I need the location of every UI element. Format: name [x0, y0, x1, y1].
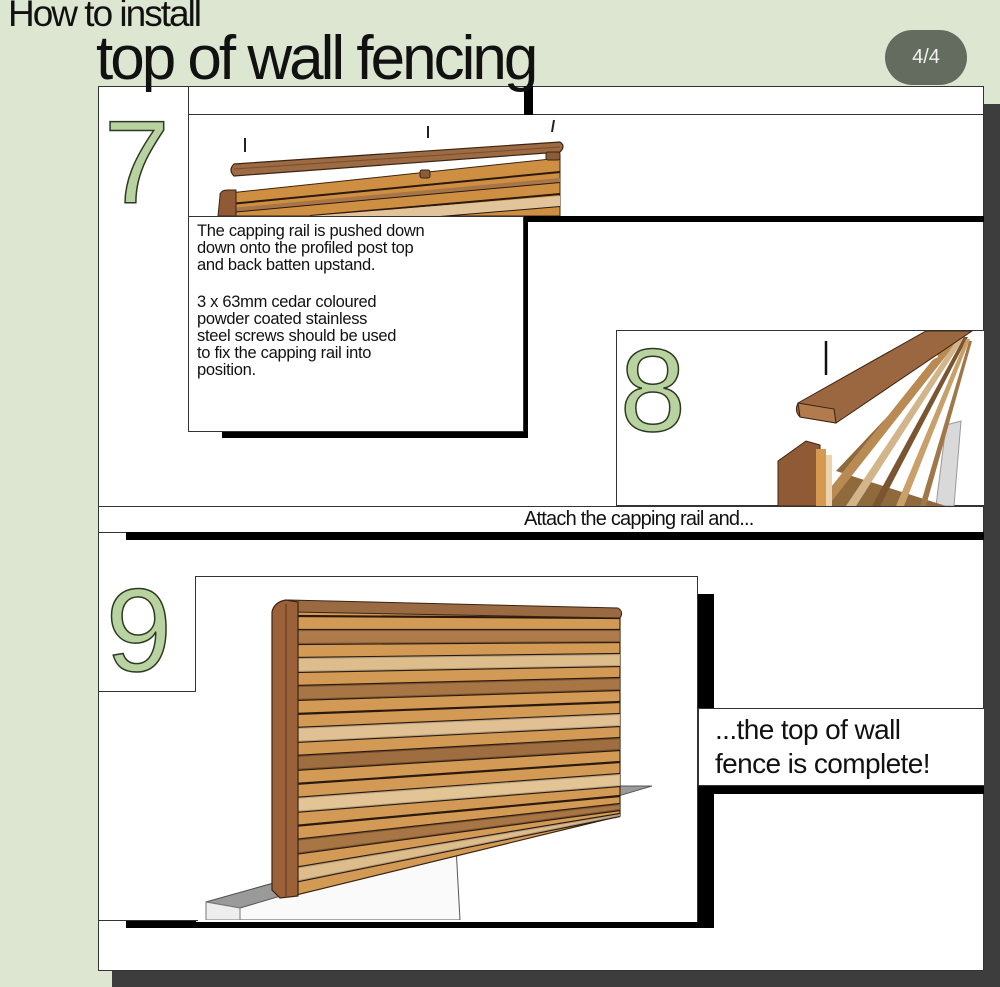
- divider-bar: [698, 786, 984, 794]
- step-9-caption-box: ...the top of wall fence is complete!: [698, 708, 984, 786]
- step-9-number: 9: [105, 565, 172, 697]
- step-9-illustration: [200, 590, 670, 920]
- text-line: powder coated stainless: [197, 310, 368, 328]
- step-7-paragraph-1: The capping rail is pushed down down ont…: [197, 223, 515, 274]
- divider-bar: [524, 216, 984, 222]
- divider-bar: [126, 532, 984, 540]
- divider: [98, 506, 984, 507]
- text-line: 3 x 63mm cedar coloured: [197, 293, 377, 311]
- step-9-number-frame: [98, 576, 196, 692]
- step-8-caption: Attach the capping rail and...: [524, 508, 754, 530]
- step-8-number: 8: [619, 325, 686, 457]
- step-7-text-box: The capping rail is pushed down down ont…: [188, 216, 524, 432]
- title-line-1: How to install: [8, 0, 202, 34]
- step-9-caption-line-2: fence is complete!: [715, 748, 930, 779]
- step-9-caption-line-1: ...the top of wall: [715, 714, 901, 745]
- divider: [98, 920, 198, 921]
- page-indicator-badge[interactable]: 4/4: [885, 30, 967, 85]
- step-7-number: 7: [103, 97, 170, 229]
- title-line-2: top of wall fencing: [96, 24, 538, 93]
- divider: [188, 114, 984, 115]
- step-8-illustration: [776, 331, 984, 506]
- divider: [188, 86, 189, 216]
- step-7-paragraph-2: 3 x 63mm cedar coloured powder coated st…: [197, 294, 515, 379]
- text-line: and back batten upstand.: [197, 256, 376, 274]
- text-line: to fix the capping rail into: [197, 344, 372, 362]
- text-line: The capping rail is pushed down: [197, 222, 425, 240]
- frame-shadow: [126, 920, 714, 928]
- text-line: down onto the profiled post top: [197, 239, 414, 257]
- text-line: position.: [197, 361, 256, 379]
- text-line: steel screws should be used: [197, 327, 397, 345]
- step-7-illustration: [190, 116, 570, 216]
- divider-bar: [524, 86, 533, 115]
